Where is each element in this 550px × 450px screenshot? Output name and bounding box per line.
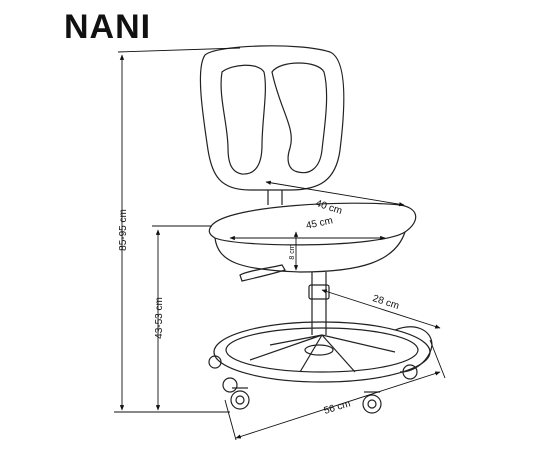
backrest-width-label: 40 cm [314,198,343,217]
backrest-right-pad [271,62,328,174]
total-height-label: 85-95 cm [118,209,129,251]
product-title: NANI [64,8,152,46]
total-height-extension-top [117,47,241,53]
footrest-ring-outer [213,321,431,383]
footrest-ring-inner [225,327,419,373]
base-extension-left [224,399,237,441]
backrest-left-pad [220,64,266,175]
base-hub [304,344,334,356]
seat-thickness-label: 8 cm [289,244,296,259]
seat-bottom [214,231,406,273]
caster-front-right [362,391,382,414]
base-spokes [249,334,396,373]
base-diameter-line [235,371,441,439]
backrest-outer [199,45,345,191]
seat-width-label: 45 cm [305,215,334,231]
caster-back-left [222,377,238,393]
footrest-grip [394,326,433,373]
gas-lift [311,272,327,335]
backrest-width-line [265,180,405,207]
footrest-label: 28 cm [371,293,400,312]
backrest-post [267,190,283,205]
height-lever [239,264,286,282]
footrest-line [321,289,441,329]
seat-height-label: 43-53 cm [154,297,165,339]
base-diameter-label: 56 cm [323,398,352,416]
caster-side-left [208,355,222,369]
base-extension-right [429,339,446,379]
